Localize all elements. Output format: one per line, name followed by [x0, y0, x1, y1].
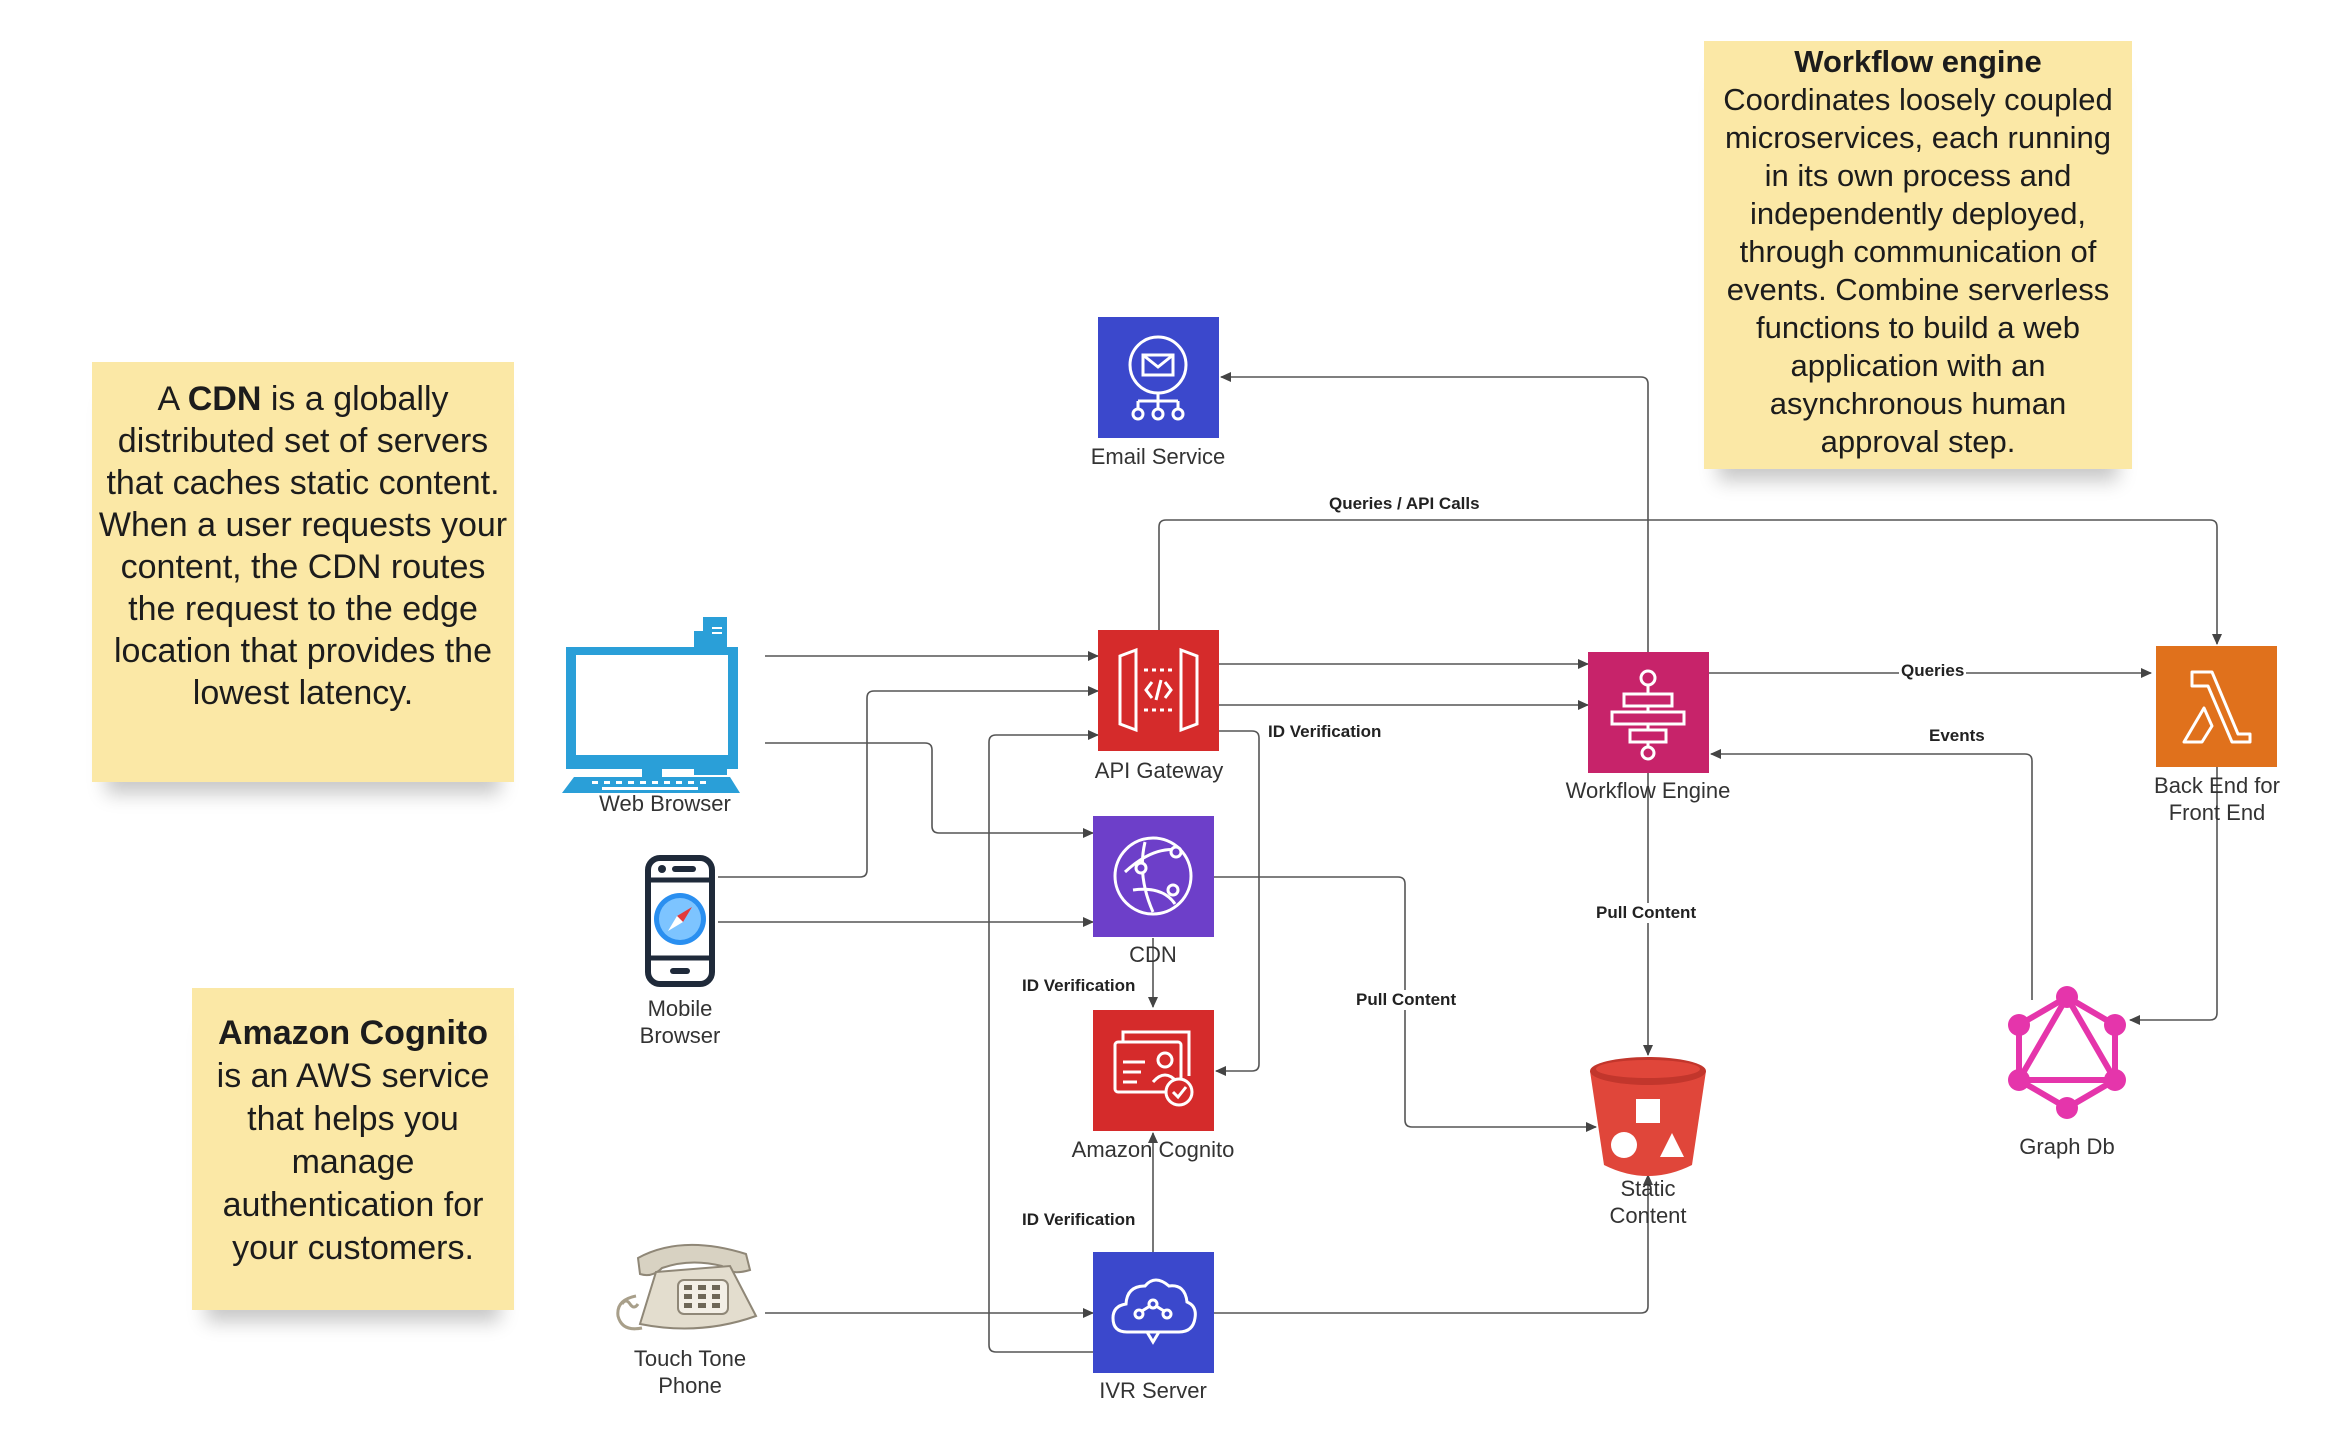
- edge-graphdb-to-workflow: [1710, 749, 2033, 1000]
- workflow-note: Workflow engine Coordinates loosely coup…: [1704, 41, 2132, 469]
- graphdb-node[interactable]: [2000, 985, 2134, 1119]
- edge-web-to-cdn: [765, 742, 1094, 838]
- edge-label-id-verification-cdn: ID Verification: [1020, 976, 1138, 996]
- cdn-label: CDN: [1129, 942, 1177, 967]
- workflow-note-text: Coordinates loosely coupled microservice…: [1723, 82, 2113, 459]
- ivr-server-node[interactable]: [1093, 1252, 1214, 1373]
- mobile-browser-node[interactable]: [644, 854, 716, 988]
- edge-lambda-to-graphdb: [2129, 765, 2218, 1025]
- cognito-label: Amazon Cognito: [1071, 1137, 1235, 1162]
- desktop-computer-icon: [562, 617, 740, 793]
- edge-api-to-cognito: [1215, 730, 1260, 1076]
- api-gateway-label: API Gateway: [1094, 758, 1224, 783]
- step-functions-icon: [1610, 669, 1686, 761]
- edge-ivr-to-s3: [1213, 1174, 1653, 1314]
- mobile-browser-label: Mobile Browser: [639, 996, 721, 1048]
- ivr-server-label: IVR Server: [1099, 1378, 1207, 1403]
- static-content-label: Static Content: [1609, 1176, 1687, 1228]
- cdn-note-bold: CDN: [187, 380, 262, 418]
- cognito-icon: [1113, 1030, 1194, 1107]
- web-browser-label: Web Browser: [599, 791, 731, 816]
- cognito-node[interactable]: [1093, 1010, 1214, 1131]
- touch-tone-phone-label: Touch Tone Phone: [633, 1346, 747, 1398]
- edge-api-to-lambda: [1158, 519, 2222, 645]
- ivr-cloud-icon: [1111, 1278, 1197, 1345]
- cdn-node[interactable]: [1093, 816, 1214, 937]
- cdn-note-text1: A: [157, 380, 188, 418]
- lambda-node[interactable]: [2156, 646, 2277, 767]
- edge-label-id-verification-api: ID Verification: [1266, 722, 1384, 742]
- touch-tone-phone-node[interactable]: [612, 1236, 768, 1336]
- cognito-note-bold: Amazon Cognito: [217, 1014, 489, 1052]
- api-gateway-icon: [1118, 647, 1199, 733]
- edge-label-pull-content-cdn: Pull Content: [1354, 990, 1459, 1010]
- workflow-engine-node[interactable]: [1588, 652, 1709, 773]
- cdn-note: A CDN is a globally distributed set of s…: [92, 362, 514, 782]
- cognito-note: Amazon Cognito is an AWS service that he…: [192, 988, 514, 1310]
- edge-label-pull-content-workflow: Pull Content: [1594, 903, 1699, 923]
- graphdb-label: Graph Db: [2019, 1134, 2115, 1159]
- email-notification-icon: [1128, 335, 1188, 421]
- workflow-engine-label: Workflow Engine: [1565, 778, 1731, 803]
- cdn-note-text2: is a globally distributed set of servers…: [98, 380, 508, 712]
- lambda-icon: [2182, 670, 2252, 744]
- s3-bucket-icon: [1590, 1057, 1706, 1176]
- edge-label-id-verification-ivr: ID Verification: [1020, 1210, 1138, 1230]
- static-content-node[interactable]: [1586, 1053, 1710, 1181]
- mobile-phone-icon: [645, 855, 715, 987]
- edge-workflow-to-email: [1220, 372, 1649, 652]
- edge-label-events: Events: [1927, 726, 1987, 746]
- edge-label-queries: Queries: [1899, 661, 1967, 681]
- email-service-node[interactable]: [1098, 317, 1219, 438]
- edge-label-queries-api-calls: Queries / API Calls: [1327, 494, 1482, 514]
- graphql-icon: [2008, 986, 2126, 1119]
- edge-ivr-to-api: [988, 730, 1099, 1353]
- web-browser-node[interactable]: [562, 617, 768, 793]
- cloudfront-icon: [1113, 836, 1193, 916]
- lambda-label: Back End for Front End: [2154, 773, 2280, 825]
- api-gateway-node[interactable]: [1098, 630, 1219, 751]
- cognito-note-text: is an AWS service that helps you manage …: [216, 1057, 490, 1267]
- workflow-note-bold: Workflow engine: [1794, 44, 2042, 79]
- email-service-label: Email Service: [1090, 444, 1226, 469]
- telephone-icon: [616, 1243, 758, 1331]
- edge-mobile-to-api: [718, 686, 1099, 878]
